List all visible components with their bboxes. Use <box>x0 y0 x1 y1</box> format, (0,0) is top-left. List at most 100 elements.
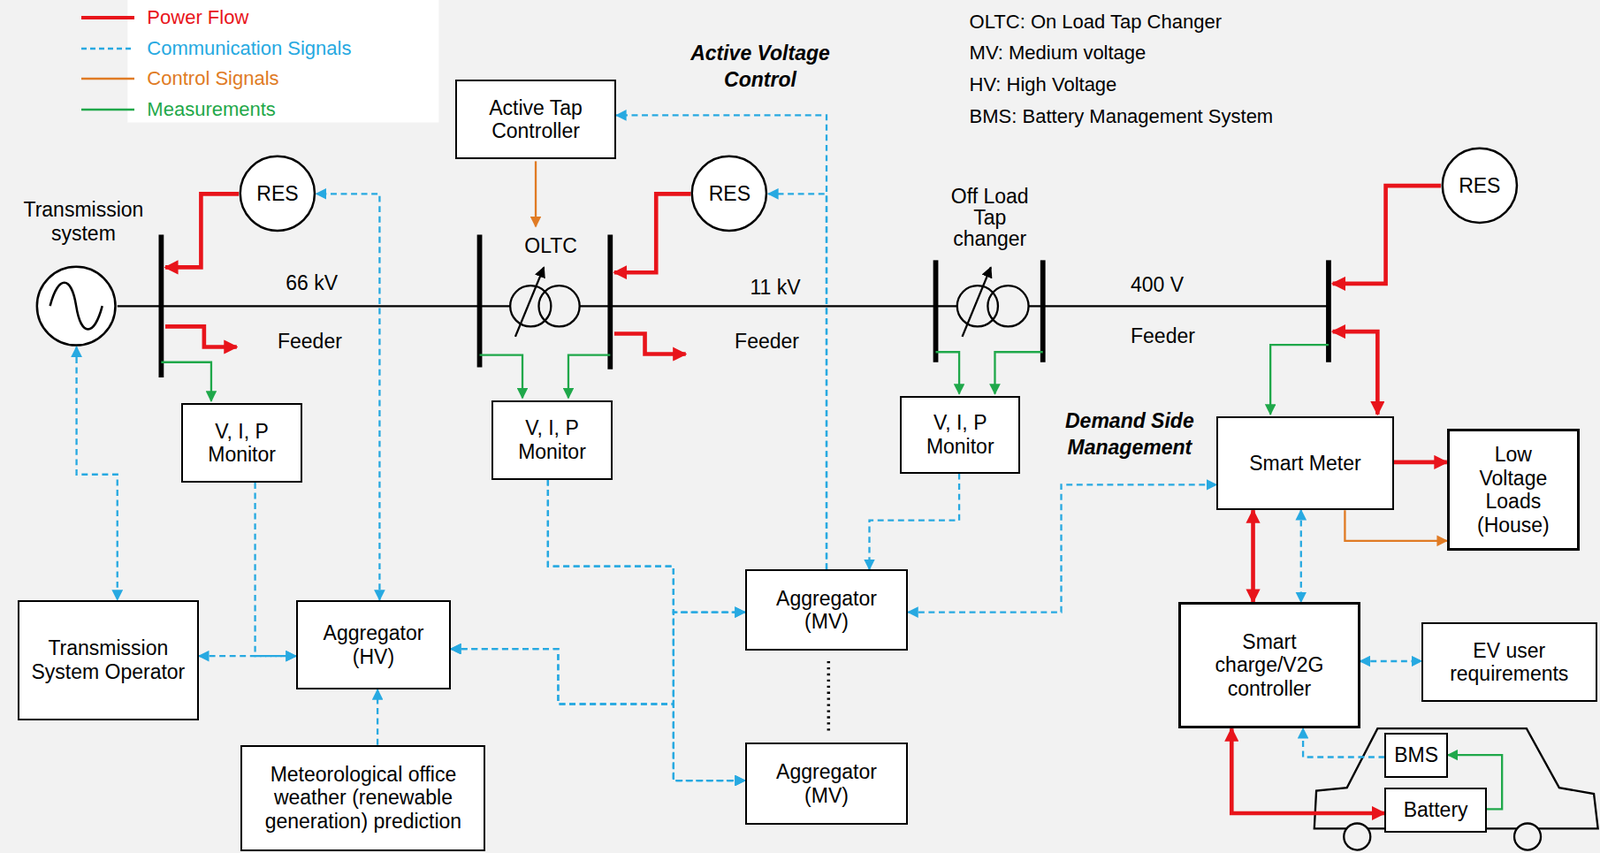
measurement-arrow <box>936 351 960 394</box>
transformer-winding <box>987 285 1029 327</box>
controller-box: Active Tap Controller <box>455 79 617 160</box>
power-flow-arrow <box>165 193 239 267</box>
feeder-lines <box>117 304 1329 307</box>
communication-connector <box>255 482 297 656</box>
node-text: Aggregator (MV) <box>755 586 899 634</box>
measurement-arrow <box>994 351 1043 394</box>
legend-sample <box>81 105 135 115</box>
node-text: Transmission System Operator <box>28 636 189 684</box>
communication-connector <box>868 473 960 571</box>
abbreviation-note: HV: High Voltage <box>969 73 1118 96</box>
measurement-arrow <box>568 355 610 398</box>
car-wheel <box>1343 823 1371 851</box>
car-wheel <box>1514 823 1541 851</box>
legend-text: Communication Signals <box>146 37 351 61</box>
communication-connector <box>616 114 827 570</box>
node-text: Battery <box>1403 798 1469 822</box>
battery-box: Battery <box>1384 787 1486 833</box>
more-aggregators-dots <box>827 661 831 731</box>
circle-outline <box>35 265 117 347</box>
meter-box: Smart Meter <box>1216 416 1395 511</box>
communication-connector <box>376 689 379 745</box>
node-text: RES <box>708 182 751 206</box>
function-label: Demand Side Management <box>1059 408 1201 462</box>
forecast-box: Meteorological office weather (renewable… <box>240 745 486 852</box>
source-symbol: Transmission system <box>35 265 117 347</box>
power-flow-arrow <box>614 333 686 354</box>
monitor-box: V, I, P Monitor <box>899 396 1021 474</box>
legend-line <box>81 15 135 20</box>
node-text: Meteorological office weather (renewable… <box>251 762 475 833</box>
node-text: Low Voltage Loads (House) <box>1458 442 1569 537</box>
bus-bar <box>607 234 613 369</box>
legend-sample <box>81 44 135 54</box>
bus-bar <box>477 234 483 367</box>
measurement-arrow <box>480 355 523 398</box>
legend-text: Measurements <box>146 98 276 122</box>
power-flow-arrow <box>1333 331 1379 414</box>
circle-shape <box>1442 148 1517 223</box>
legend-sample <box>81 74 135 84</box>
bus-bar <box>158 234 164 378</box>
abbreviation-note: BMS: Battery Management System <box>969 105 1274 128</box>
node-text: V, I, P Monitor <box>910 411 1010 458</box>
voltage-label: 66 kV <box>285 271 338 295</box>
feeder-label: Feeder <box>1130 324 1196 348</box>
ev-car <box>1314 728 1599 850</box>
feeder-66kv <box>117 304 511 307</box>
legend-text: Power Flow <box>146 6 249 30</box>
legend-sample <box>81 13 135 23</box>
operator-box: Transmission System Operator <box>17 600 199 721</box>
measurement-lines <box>160 344 1329 414</box>
control-connector <box>1344 510 1447 541</box>
measurement-arrow <box>160 362 212 402</box>
node-text: Smart charge/V2G controller <box>1189 630 1349 701</box>
res-circle: RES <box>690 154 769 233</box>
bus-bar <box>933 259 939 362</box>
power-flow-arrow <box>165 326 237 347</box>
node-text: Aggregator (MV) <box>755 760 899 808</box>
bus-bars <box>160 234 1329 378</box>
bus-bar <box>1325 259 1332 362</box>
aggregator-box: Aggregator (MV) <box>745 742 909 824</box>
res-circle: RES <box>1440 146 1519 225</box>
circle-shape <box>37 266 116 346</box>
feeder-11kv <box>579 304 958 307</box>
aggregator-box: Aggregator (MV) <box>745 569 909 651</box>
communication-connector <box>316 193 381 600</box>
legend-line <box>81 108 135 112</box>
communication-connector <box>450 612 745 705</box>
node-text: Transmission system <box>12 198 154 245</box>
node-text: EV user requirements <box>1432 639 1587 686</box>
communication-connector <box>1360 660 1422 663</box>
res-circle: RES <box>238 154 317 233</box>
abbreviation-note: OLTC: On Load Tap Changer <box>969 10 1222 33</box>
function-label: Active Voltage Control <box>676 40 845 94</box>
node-text: Aggregator (HV) <box>306 621 441 669</box>
bus-bar <box>1040 259 1046 362</box>
communication-connector <box>76 346 118 600</box>
voltage-label: 400 V <box>1130 273 1184 297</box>
communication-connector <box>1300 510 1303 602</box>
power-flow-connector <box>1231 728 1385 814</box>
voltage-label: 11 kV <box>749 275 800 299</box>
sine-symbol <box>50 282 103 330</box>
communication-connector <box>450 648 745 781</box>
bms-box: BMS <box>1384 732 1448 778</box>
communication-connector <box>907 484 1217 612</box>
requirements-box: EV user requirements <box>1421 622 1598 702</box>
load-box: Low Voltage Loads (House) <box>1447 428 1580 552</box>
monitor-box: V, I, P Monitor <box>491 400 612 480</box>
control-arrow <box>534 160 537 227</box>
feeder-label: Feeder <box>277 329 343 353</box>
power-flow-connector <box>1394 460 1448 465</box>
circle-shape <box>240 156 315 231</box>
node-text: Active Tap Controller <box>465 96 606 144</box>
node-text: RES <box>256 182 298 206</box>
power-flow-connector <box>1250 510 1256 602</box>
legend-text: Control Signals <box>146 67 279 91</box>
legend-entry: Communication Signals <box>81 37 351 61</box>
communication-connector <box>768 193 827 570</box>
power-flow-lines <box>165 185 1441 415</box>
